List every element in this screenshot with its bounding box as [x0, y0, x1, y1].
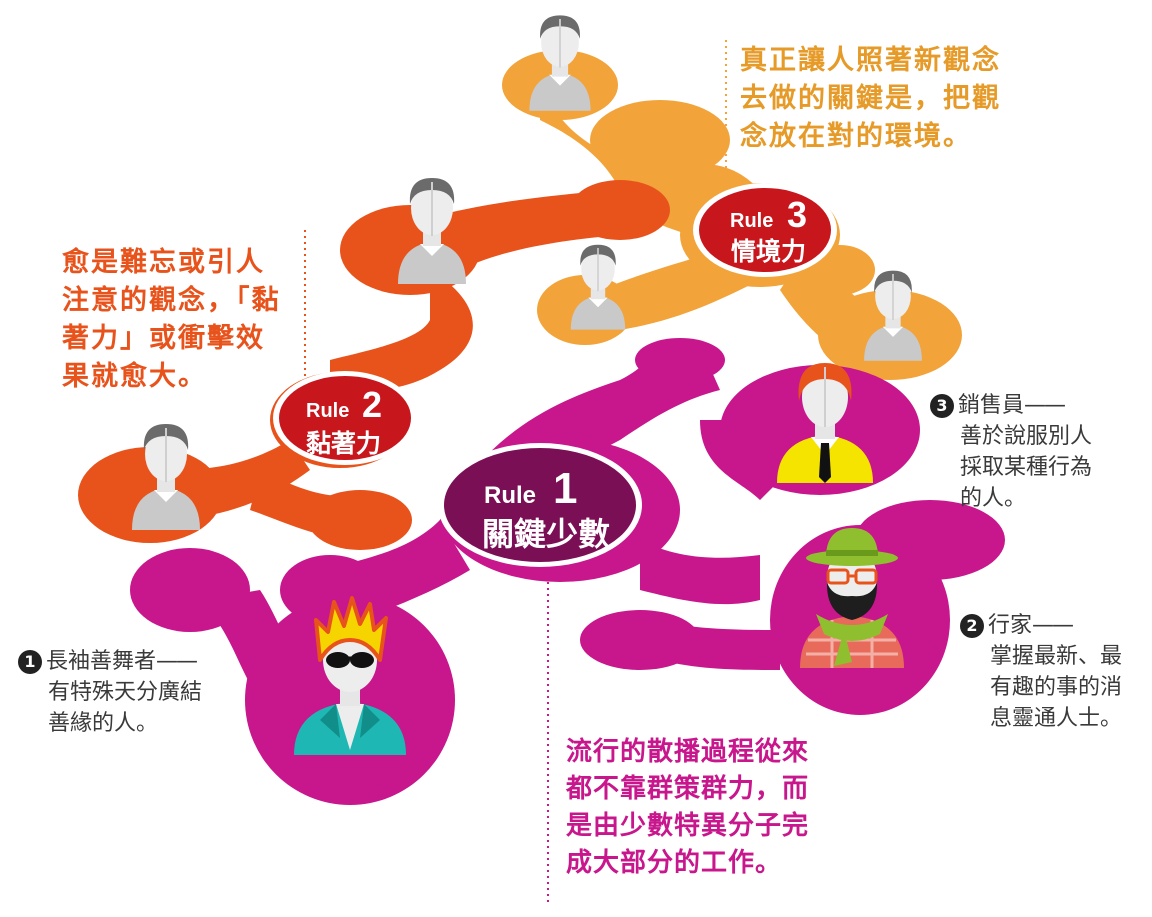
role-number: 1: [18, 650, 42, 674]
role-number: 3: [930, 394, 954, 418]
svg-text:Rule: Rule: [730, 210, 773, 232]
maven-icon: [800, 528, 904, 668]
role-title: 行家: [988, 613, 1033, 638]
svg-text:黏著力: 黏著力: [306, 429, 381, 458]
role-body: 有特殊天分廣結 善緣的人。: [48, 680, 203, 736]
svg-text:2: 2: [362, 384, 382, 425]
role-title: 銷售員: [958, 393, 1025, 418]
rule3-badge: Rule 3 情境力: [693, 183, 837, 277]
role-title: 長袖善舞者: [46, 649, 157, 674]
role-body: 掌握最新、最 有趣的事的消 息靈通人士。: [990, 644, 1123, 731]
svg-text:情境力: 情境力: [731, 237, 806, 266]
role-dash: ——: [156, 649, 198, 674]
svg-text:1: 1: [553, 464, 577, 513]
rule1-note: 流行的散播過程從來 都不靠群策群力，而 是由少數特異分子完 成大部分的工作。: [566, 737, 810, 878]
rule2-badge: Rule 2 黏著力: [273, 371, 417, 465]
salesman-icon: [777, 363, 873, 483]
role-dash: ——: [1024, 393, 1066, 418]
svg-text:3: 3: [787, 194, 807, 235]
svg-text:Rule: Rule: [306, 400, 349, 422]
role-dash: ——: [1032, 613, 1074, 638]
svg-text:關鍵少數: 關鍵少數: [482, 515, 610, 553]
rule2-note: 愈是難忘或引人 注意的觀念，「黏 著力」或衝擊效 果就愈大。: [62, 247, 281, 392]
connector-icon: [294, 596, 406, 755]
rule3-note: 真正讓人照著新觀念 去做的關鍵是，把觀 念放在對的環境。: [740, 45, 1001, 152]
rule1-badge: Rule 1 關鍵少數: [438, 443, 642, 567]
role-body: 善於說服別人 採取某種行為 的人。: [960, 424, 1093, 511]
role-number: 2: [960, 614, 984, 638]
svg-text:Rule: Rule: [484, 482, 536, 509]
